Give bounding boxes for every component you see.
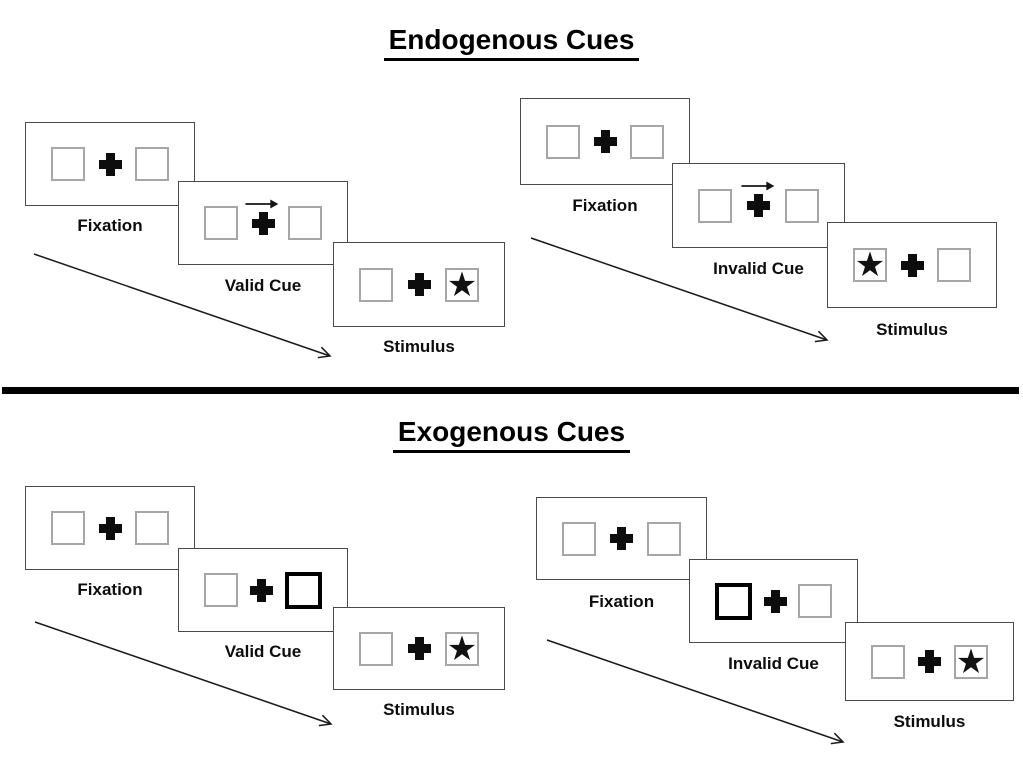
right-box (630, 124, 664, 159)
star-stimulus-icon: ★ (446, 264, 478, 305)
star-stimulus-icon: ★ (446, 628, 478, 669)
section-title-exogenous-text: Exogenous Cues (392, 416, 631, 453)
fixation-cross-icon (918, 650, 941, 673)
left-box (51, 511, 85, 545)
right-box (135, 511, 169, 545)
star-stimulus-icon: ★ (854, 245, 886, 285)
highlighted-right-box (285, 571, 322, 609)
left-box (204, 206, 238, 240)
left-box (871, 644, 905, 679)
time-order-arrow (34, 621, 333, 727)
step-label: Stimulus (383, 700, 455, 719)
section-divider (2, 387, 1019, 394)
left-box (562, 521, 596, 556)
right-box (937, 248, 971, 282)
cue-arrow-right-icon (740, 181, 774, 191)
invalid-cue-panel (689, 559, 858, 643)
step-label: Invalid Cue (713, 259, 804, 278)
step-label: Stimulus (893, 712, 966, 731)
fixation-cross-icon (250, 578, 273, 602)
step-label: Fixation (588, 592, 655, 611)
star-stimulus-icon: ★ (955, 641, 987, 682)
invalid-cue-panel (672, 163, 845, 248)
right-box: ★ (445, 264, 479, 305)
fixation-panel (520, 98, 690, 185)
left-box: ★ (853, 248, 887, 282)
fixation-panel (25, 486, 195, 570)
fixation-cross-icon (900, 253, 924, 277)
highlighted-left-box (715, 582, 752, 620)
valid-cue-panel (178, 548, 348, 632)
section-title-endogenous-text: Endogenous Cues (383, 24, 640, 61)
fixation-cross-icon (610, 527, 633, 550)
fixation-panel (536, 497, 707, 580)
step-label: Fixation (572, 196, 638, 215)
time-order-arrow (33, 253, 332, 359)
section-title-endogenous: Endogenous Cues (0, 24, 1023, 61)
left-box (359, 267, 393, 302)
left-box (359, 631, 393, 666)
section-title-exogenous: Exogenous Cues (0, 416, 1023, 453)
fixation-panel (25, 122, 195, 206)
right-box (798, 584, 832, 618)
right-box (288, 206, 322, 240)
fixation-cross-icon (593, 130, 617, 153)
fixation-cross-icon (763, 589, 787, 613)
step-label: Fixation (77, 216, 143, 235)
step-label: Stimulus (383, 337, 455, 356)
step-label: Stimulus (876, 320, 948, 339)
fixation-cross-icon (407, 273, 431, 296)
fixation-cross-icon (98, 516, 122, 540)
stimulus-panel: ★ (333, 607, 505, 690)
left-box (698, 188, 732, 223)
right-box: ★ (954, 641, 988, 682)
valid-cue-panel (178, 181, 348, 265)
right-box: ★ (445, 628, 479, 669)
step-label: Valid Cue (224, 642, 302, 661)
left-box (546, 124, 580, 159)
step-label: Invalid Cue (728, 654, 819, 673)
cue-arrow-right-icon (245, 199, 279, 209)
left-box (204, 573, 238, 607)
fixation-cross-icon (251, 211, 275, 235)
right-box (785, 188, 819, 223)
fixation-cross-icon (747, 194, 770, 217)
stimulus-panel: ★ (333, 242, 505, 327)
stimulus-panel: ★ (827, 222, 997, 308)
time-order-arrow (546, 639, 845, 745)
stimulus-panel: ★ (845, 622, 1014, 701)
right-box (135, 147, 169, 181)
right-box (647, 521, 681, 556)
fixation-cross-icon (98, 152, 122, 176)
step-label: Valid Cue (224, 276, 302, 295)
step-label: Fixation (77, 580, 143, 599)
time-order-arrow (530, 237, 829, 343)
left-box (51, 147, 85, 181)
fixation-cross-icon (407, 637, 431, 660)
